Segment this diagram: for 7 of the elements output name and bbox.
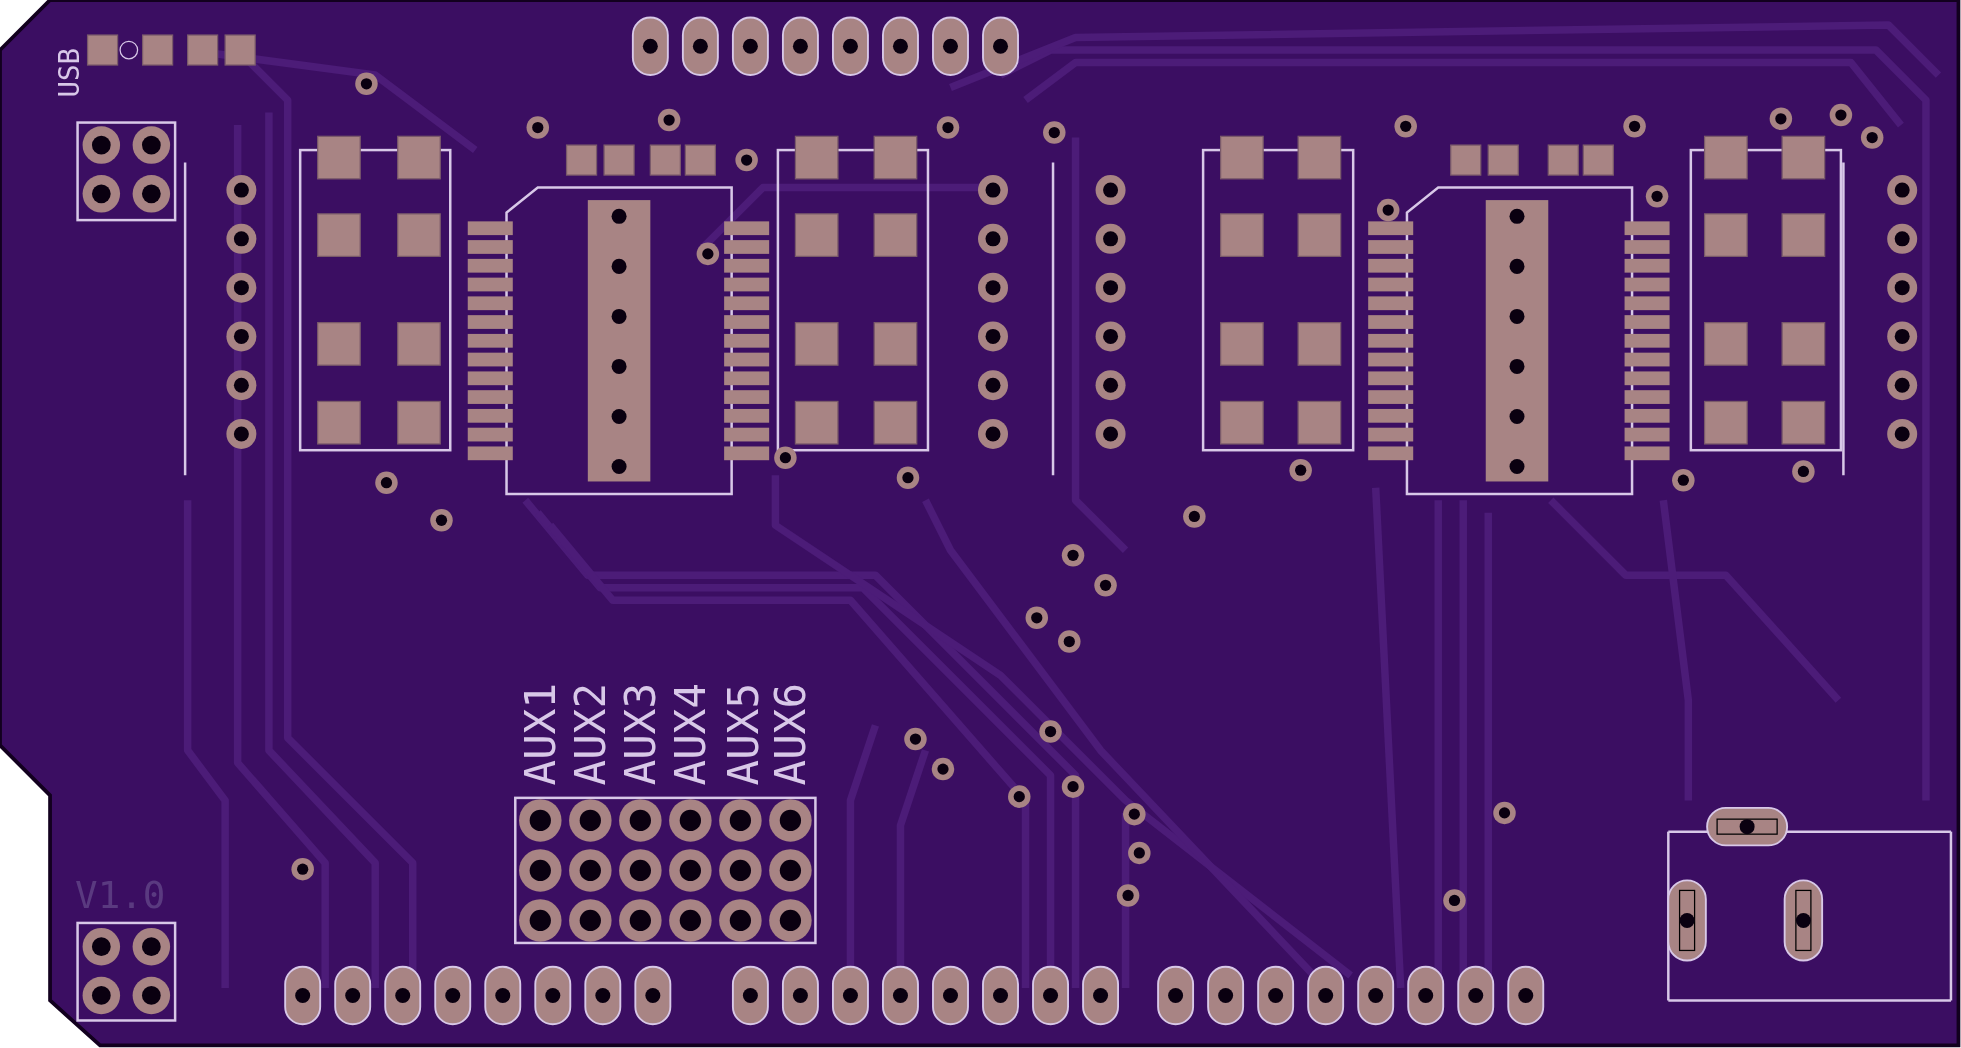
- silkscreen-label: AUX3: [616, 683, 666, 786]
- silkscreen-label: USB: [52, 47, 85, 98]
- silkscreen-label: AUX6: [766, 683, 816, 786]
- silkscreen-label: AUX1: [516, 683, 566, 786]
- silkscreen-label: AUX4: [666, 683, 716, 786]
- silkscreen-label: AUX5: [718, 683, 768, 786]
- silkscreen-label: AUX2: [566, 683, 616, 786]
